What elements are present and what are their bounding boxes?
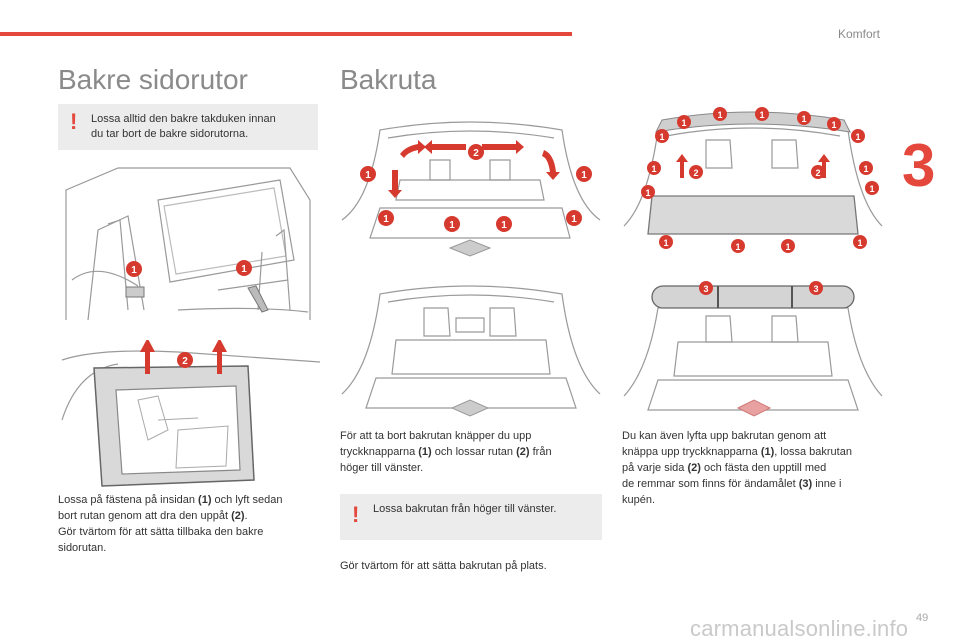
side-window-interior-illustration: 1 1 xyxy=(65,167,311,321)
lift-arrows xyxy=(676,154,830,178)
lift-arrow-left xyxy=(140,340,155,374)
svg-text:1: 1 xyxy=(681,118,686,128)
side-window-removal-illustration: 2 xyxy=(61,340,320,487)
svg-text:1: 1 xyxy=(785,242,790,252)
svg-text:2: 2 xyxy=(473,148,479,159)
svg-text:1: 1 xyxy=(645,188,650,198)
middle-title: Bakruta xyxy=(340,64,437,95)
left-warning-text: Lossa alltid den bakre takduken innan du… xyxy=(91,113,276,140)
svg-text:1: 1 xyxy=(855,132,860,142)
header-accent-bar xyxy=(0,32,572,36)
callout-badge-2: 2 xyxy=(468,144,484,160)
svg-text:2: 2 xyxy=(182,356,188,367)
svg-text:1: 1 xyxy=(663,238,668,248)
callout-badge-2: 2 xyxy=(177,352,193,368)
callout-badges-1: 1 1 1 1 1 1 xyxy=(360,166,592,232)
page-number: 49 xyxy=(916,612,929,624)
svg-text:1: 1 xyxy=(801,114,806,124)
svg-text:1: 1 xyxy=(759,110,764,120)
svg-text:1: 1 xyxy=(131,265,137,276)
rear-window-lift-illustration: 1 1 1 1 1 1 1 1 1 1 1 1 1 1 1 2 2 xyxy=(623,107,883,253)
middle-warning-text: Lossa bakrutan från höger till vänster. xyxy=(373,503,557,515)
svg-text:1: 1 xyxy=(449,220,455,231)
svg-text:1: 1 xyxy=(581,170,587,181)
rear-window-removed-illustration xyxy=(341,285,601,417)
warning-icon: ! xyxy=(70,109,78,134)
callout-badges-1: 1 1 1 1 1 1 1 1 1 1 1 1 1 1 1 xyxy=(641,107,879,253)
rear-window-rolled-illustration: 3 3 xyxy=(623,281,883,417)
svg-text:3: 3 xyxy=(703,284,708,294)
chapter-number: 3 xyxy=(902,132,936,199)
svg-text:2: 2 xyxy=(815,168,820,178)
svg-text:1: 1 xyxy=(651,164,656,174)
right-body-text: Du kan även lyfta upp bakrutan genom att… xyxy=(622,430,852,506)
svg-text:1: 1 xyxy=(383,214,389,225)
svg-text:1: 1 xyxy=(869,184,874,194)
rear-window-buttons-illustration: 1 1 1 1 1 1 2 xyxy=(341,121,601,257)
warning-icon: ! xyxy=(352,502,360,527)
callout-badge-1-b: 1 xyxy=(236,260,252,276)
svg-text:1: 1 xyxy=(831,120,836,130)
svg-text:1: 1 xyxy=(863,164,868,174)
callout-badges-3: 3 3 xyxy=(699,281,823,295)
callout-badge-1-a: 1 xyxy=(126,261,142,277)
left-title: Bakre sidorutor xyxy=(58,64,248,95)
middle-warning-box: ! Lossa bakrutan från höger till vänster… xyxy=(340,494,602,540)
svg-text:1: 1 xyxy=(857,238,862,248)
move-arrows xyxy=(388,140,560,198)
callout-badges-2: 2 2 xyxy=(689,165,825,179)
svg-text:1: 1 xyxy=(717,110,722,120)
svg-text:1: 1 xyxy=(241,264,247,275)
svg-text:1: 1 xyxy=(365,170,371,181)
lift-arrow-right xyxy=(212,340,227,374)
middle-body-text: För att ta bort bakrutan knäpper du upp … xyxy=(340,430,552,474)
svg-text:1: 1 xyxy=(735,242,740,252)
left-warning-box: ! Lossa alltid den bakre takduken innan … xyxy=(58,104,318,150)
left-body-text: Lossa på fästena på insidan (1) och lyft… xyxy=(58,494,283,554)
svg-text:1: 1 xyxy=(659,132,664,142)
svg-text:1: 1 xyxy=(501,220,507,231)
section-name: Komfort xyxy=(838,27,881,41)
watermark: carmanualsonline.info xyxy=(690,616,909,641)
svg-text:2: 2 xyxy=(693,168,698,178)
svg-text:1: 1 xyxy=(571,214,577,225)
middle-footer-text: Gör tvärtom för att sätta bakrutan på pl… xyxy=(340,560,547,572)
svg-text:3: 3 xyxy=(813,284,818,294)
